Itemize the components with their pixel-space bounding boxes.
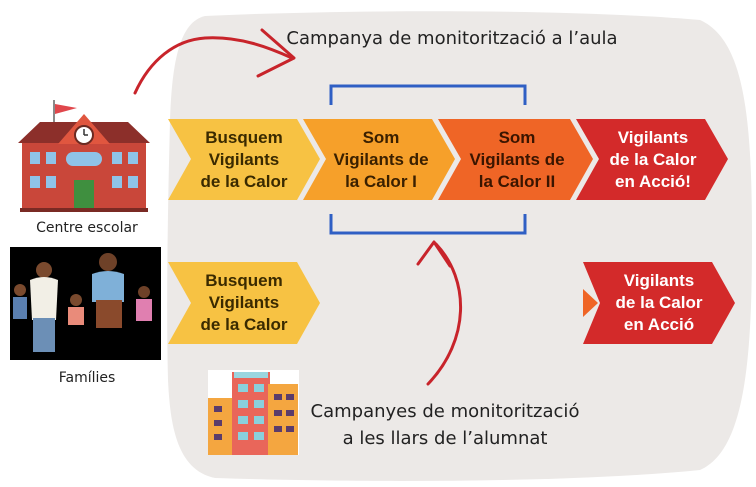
step-line: Vigilants: [208, 293, 280, 312]
school-chevron-4: [576, 119, 728, 200]
family-chevron-2: [583, 262, 735, 344]
apartment-building-icon: [208, 370, 299, 455]
step-line: Vigilants de: [469, 149, 565, 169]
school-chevron-3: [438, 119, 593, 200]
step-line: de la Calor: [200, 315, 288, 334]
school-building-icon: [18, 100, 150, 212]
step-line: Som: [498, 127, 536, 147]
step-line: de la Calor: [615, 293, 703, 312]
step-line: Busquem: [205, 127, 283, 147]
step-line: Som: [362, 127, 400, 147]
step-line: Vigilants: [623, 271, 695, 290]
school-label: Centre escolar: [36, 220, 138, 236]
step-line: la Calor I: [345, 171, 417, 191]
family-chevron-2-notch: [583, 289, 598, 317]
classroom-arrowhead-icon: [256, 28, 296, 78]
top-bracket: [329, 84, 527, 105]
homes-arrow-icon: [426, 242, 462, 386]
homes-campaign-line-2: a les llars de l’alumnat: [342, 428, 548, 449]
step-line: de la Calor: [200, 171, 288, 191]
families-photo: [10, 247, 161, 360]
step-line: en Acció: [623, 315, 695, 334]
school-chevron-1: [168, 119, 320, 200]
classroom-campaign-label: Campanya de monitorització a l’aula: [286, 28, 618, 49]
family-step-2-text: Vigilants de la Calor en Acció: [604, 262, 714, 344]
step-line: Busquem: [205, 271, 283, 290]
classroom-arrow-icon: [133, 36, 294, 95]
step-line: la Calor II: [478, 171, 556, 191]
homes-campaign-label: Campanyes de monitorització a les llars …: [300, 398, 590, 452]
homes-arrowhead-icon: [416, 240, 452, 268]
step-line: de la Calor: [609, 149, 697, 169]
bottom-bracket: [329, 214, 527, 235]
families-label: Famílies: [58, 370, 116, 386]
step-line: Vigilants de: [333, 149, 429, 169]
step-line: Vigilants: [208, 149, 280, 169]
school-chevron-2: [303, 119, 455, 200]
family-chevron-1: [168, 262, 320, 344]
step-line: Vigilants: [617, 127, 689, 147]
step-line: en Acció!: [615, 171, 691, 191]
homes-campaign-line-1: Campanyes de monitorització: [310, 401, 580, 422]
